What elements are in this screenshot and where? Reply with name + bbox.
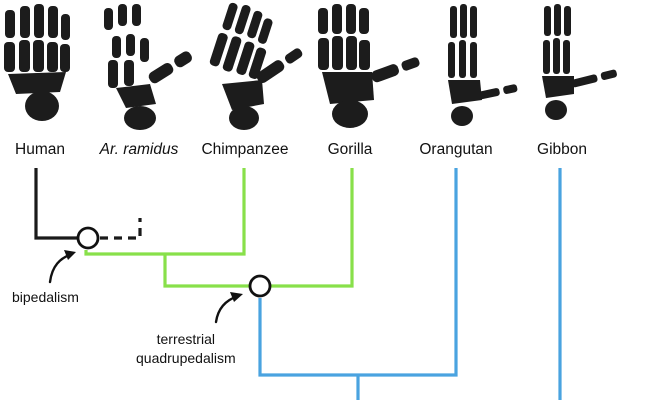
orangutan-foot-skeleton-icon (448, 4, 518, 126)
bipedalism-node (76, 226, 100, 250)
chimpanzee-foot-skeleton-icon (209, 2, 303, 130)
gibbon-foot-skeleton-icon (542, 4, 617, 120)
taxon-label-human: Human (15, 141, 65, 158)
hominin-stem-branch (84, 168, 246, 256)
gorilla-branch (270, 168, 354, 288)
bipedalism-annotation: bipedalism (12, 289, 79, 305)
foot-skeletons (4, 2, 617, 130)
terrestrial-quadrupedalism-node (248, 274, 272, 298)
quadrupedalism-line: quadrupedalism (136, 350, 236, 366)
taxon-label-orangutan: Orangutan (419, 141, 493, 158)
gorilla-foot-skeleton-icon (318, 4, 420, 128)
ramidus-foot-skeleton-icon (104, 4, 192, 130)
human-branch (34, 168, 78, 240)
terrestrial-arrowhead (230, 292, 243, 302)
annotation-arrows (48, 250, 243, 324)
taxon-label-ramidus: Ar. ramidus (99, 141, 179, 158)
taxon-label-chimpanzee: Chimpanzee (201, 141, 289, 158)
ramidus-branch-dashed (100, 218, 142, 240)
human-foot-skeleton-icon (4, 4, 70, 121)
bipedalism-arrowhead (64, 250, 76, 260)
terrestrial-quadrupedalism-annotation: terrestrial quadrupedalism (136, 330, 236, 368)
taxon-label-gibbon: Gibbon (537, 141, 587, 158)
phylogenetic-tree (34, 168, 562, 400)
great-ape-stem-branch (258, 168, 458, 377)
taxon-label-gorilla: Gorilla (327, 141, 373, 158)
terrestrial-line: terrestrial (156, 331, 215, 347)
african-ape-connector (163, 254, 250, 288)
